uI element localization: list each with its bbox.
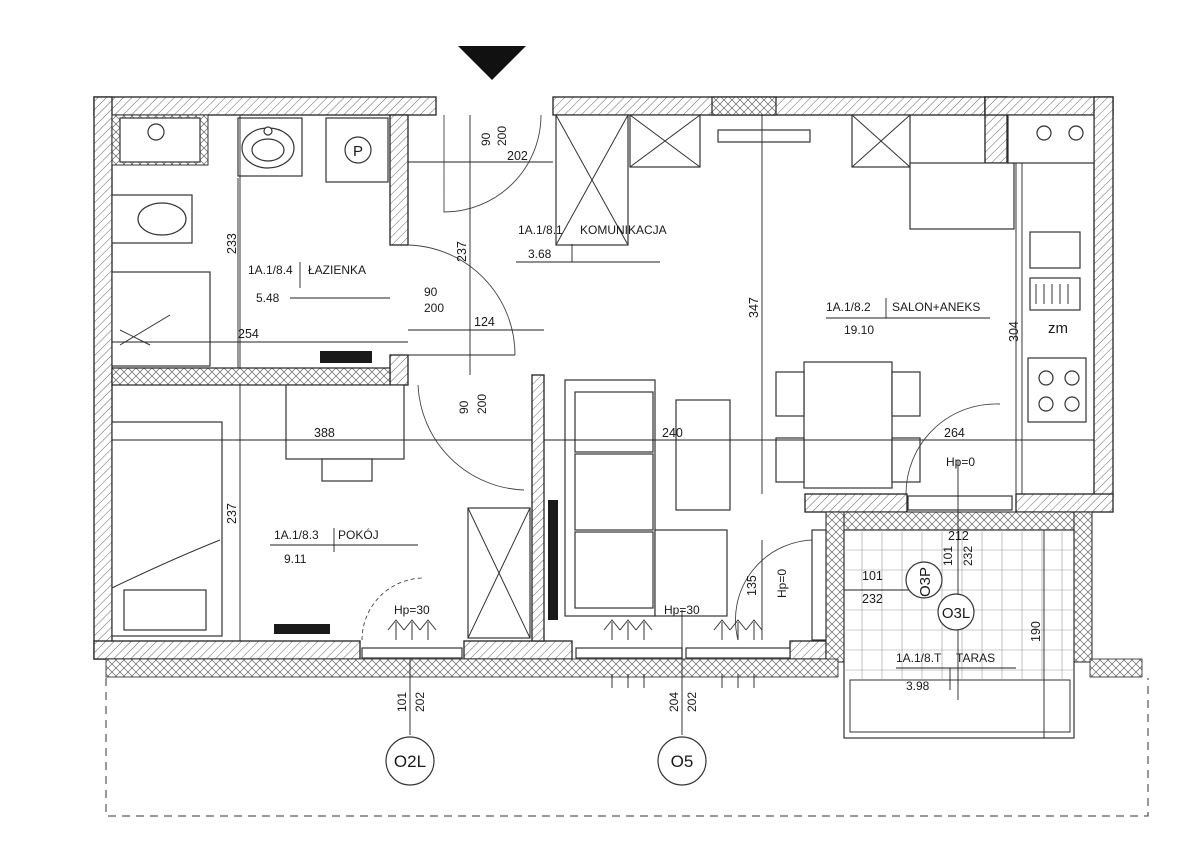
bath-door-w: 90 xyxy=(424,285,438,299)
window-tag-o2l: O2L xyxy=(394,752,426,771)
parking-badge-label: P xyxy=(353,143,363,160)
terrace-area: 3.98 xyxy=(906,679,930,693)
bed-door-w: 90 xyxy=(457,400,471,414)
hall-name: KOMUNIKACJA xyxy=(580,223,667,237)
bathroom-name: ŁAZIENKA xyxy=(308,263,366,277)
bed-window-sill: Hp=30 xyxy=(394,603,430,617)
dim-hall-width: 124 xyxy=(474,315,495,329)
bathroom-area: 5.48 xyxy=(256,291,280,305)
window-tag-o3l-circle xyxy=(937,593,975,631)
hall-id: 1A.1/8.1 xyxy=(518,223,563,237)
living-id: 1A.1/8.2 xyxy=(826,300,871,314)
dim-bath-width: 254 xyxy=(238,327,259,341)
entry-door-w: 90 xyxy=(479,132,493,146)
bathroom-fixtures xyxy=(111,114,390,368)
dimension-lines xyxy=(112,115,1094,738)
bedroom-furniture xyxy=(111,384,531,639)
o2l-height: 202 xyxy=(413,692,427,712)
dim-terrace-height: 190 xyxy=(1029,621,1043,642)
hall-area: 3.68 xyxy=(528,247,552,261)
bedroom-area: 9.11 xyxy=(284,552,307,566)
window-tag-o3l: O3L xyxy=(942,605,970,622)
living-window-sill: Hp=30 xyxy=(664,603,700,617)
living-furniture xyxy=(548,361,921,620)
entry-door-h: 200 xyxy=(495,126,509,146)
appliance-label: zm xyxy=(1048,320,1068,337)
living-area: 19.10 xyxy=(844,323,874,337)
dim-living-width: 240 xyxy=(662,426,683,440)
dim-door-height: 232 xyxy=(862,592,883,606)
dim-window-height: 135 xyxy=(745,575,759,596)
airflow-arrows xyxy=(387,619,763,688)
bedroom-id: 1A.1/8.3 xyxy=(274,528,319,542)
dim-living-height: 347 xyxy=(747,297,761,318)
window-tag-o5-circle xyxy=(657,736,707,786)
site-boundary xyxy=(105,678,1149,817)
dim-door-width: 101 xyxy=(862,569,883,583)
bed-door-h: 200 xyxy=(475,394,489,414)
dim-bedroom-height: 237 xyxy=(225,503,239,524)
window-tag-o2l-circle xyxy=(385,736,435,786)
dim-kitchen-height: 304 xyxy=(1007,321,1021,342)
kitchen-fixtures xyxy=(555,114,1095,494)
window-tag-o3p-circle xyxy=(905,561,943,599)
window-tag-o5: O5 xyxy=(671,752,694,771)
dim-entry-width: 202 xyxy=(507,149,528,163)
walls xyxy=(93,96,1143,678)
terrace-name: TARAS xyxy=(956,651,995,665)
bath-door-h: 200 xyxy=(424,301,444,315)
o3p-height: 232 xyxy=(961,546,975,566)
terrace-door-sill: Hp=0 xyxy=(775,569,789,598)
kitchen-door-sill: Hp=0 xyxy=(946,455,975,469)
dim-terrace-width: 212 xyxy=(948,529,969,543)
living-name: SALON+ANEKS xyxy=(892,300,980,314)
terrace-id: 1A.1/8.T xyxy=(896,651,942,665)
entrance-arrow-icon xyxy=(458,46,526,80)
dim-hall-height: 237 xyxy=(455,241,469,262)
dim-kitchen-width: 264 xyxy=(944,426,965,440)
dim-bedroom-width: 388 xyxy=(314,426,335,440)
bedroom-name: POKÓJ xyxy=(338,527,379,542)
o5-width: 204 xyxy=(667,692,681,712)
parking-badge xyxy=(344,136,372,164)
dim-bath-height: 233 xyxy=(225,233,239,254)
door-swings xyxy=(361,114,1001,641)
window-tag-o3p: O3P xyxy=(917,567,934,597)
o3p-width: 101 xyxy=(941,546,955,566)
o2l-width: 101 xyxy=(395,692,409,712)
bathroom-id: 1A.1/8.4 xyxy=(248,263,293,277)
o5-height: 202 xyxy=(685,692,699,712)
